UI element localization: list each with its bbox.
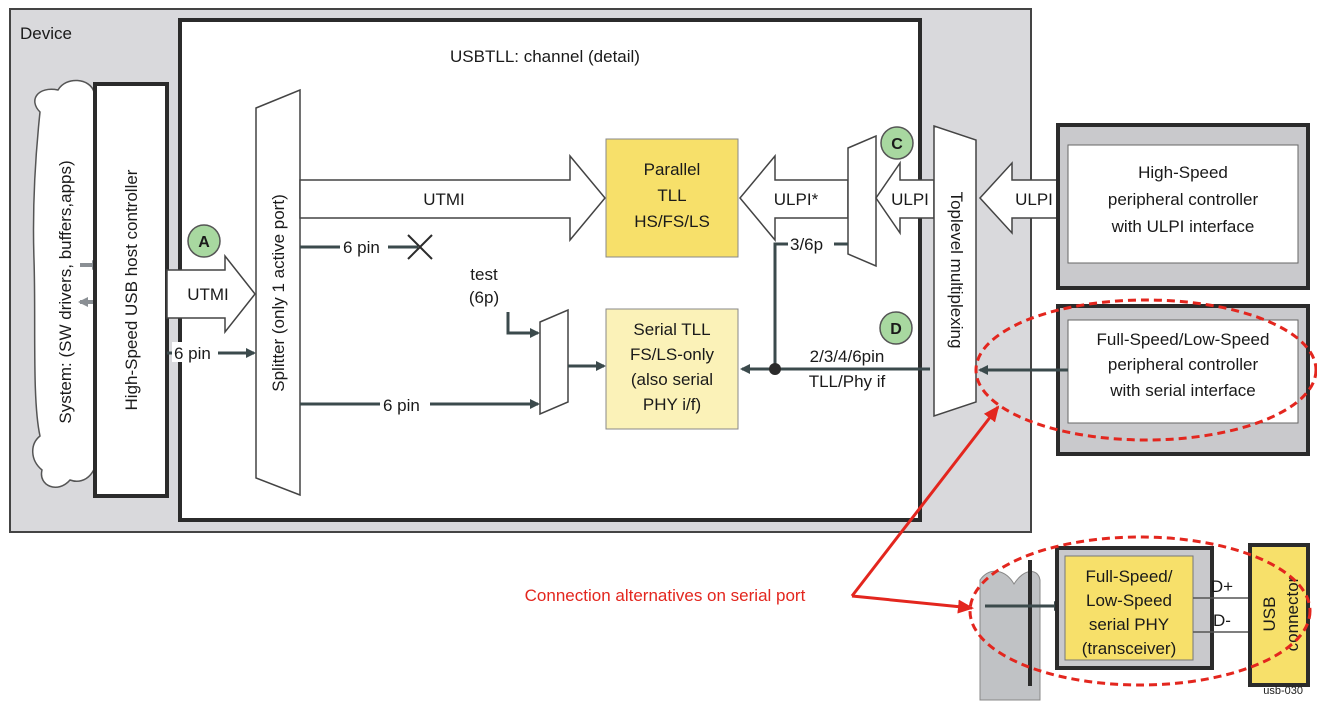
test-arrow xyxy=(506,312,540,338)
utmi-main-block-arrow xyxy=(299,153,606,243)
three-six-p-bg xyxy=(788,234,834,254)
phy-line2: Low-Speed xyxy=(1086,591,1172,610)
not-connected-x-icon xyxy=(407,234,433,260)
phy-line3: serial PHY xyxy=(1089,615,1169,634)
ulpi-inner-block-arrow xyxy=(875,160,935,236)
serial-tll-line3: (also serial xyxy=(631,370,713,389)
phy-inner xyxy=(1064,555,1194,661)
dminus-label: D- xyxy=(1213,611,1231,630)
junction-dot xyxy=(769,363,781,375)
hs-peripheral-line2: peripheral controller xyxy=(1108,190,1259,209)
hs-peripheral-inner xyxy=(1067,144,1299,264)
annotation-label: Connection alternatives on serial port xyxy=(525,586,806,605)
six-pin-host-label: 6 pin xyxy=(174,344,211,363)
six-pin-lower-label: 6 pin xyxy=(383,396,420,415)
ulpi-inner-label: ULPI xyxy=(891,190,929,209)
parallel-tll-line1: Parallel xyxy=(644,160,701,179)
usbtll-channel-box xyxy=(178,18,922,522)
fs-peripheral-line1: Full-Speed/Low-Speed xyxy=(1097,330,1270,349)
serial-tll-box xyxy=(605,308,739,430)
phy-line4: (transceiver) xyxy=(1082,639,1176,658)
annotation-arrow-up xyxy=(850,405,1000,597)
toplevel-mux-label: Toplevel multiplexing xyxy=(947,192,966,349)
badge-c xyxy=(880,126,914,160)
usb-connector xyxy=(1248,543,1310,687)
badge-a xyxy=(187,224,221,258)
parallel-tll-line2: TLL xyxy=(657,186,686,205)
usb-connector-line2: connector xyxy=(1283,576,1302,651)
serial-if-line2: TLL/Phy if xyxy=(809,372,886,391)
fs-peripheral-line2: peripheral controller xyxy=(1108,355,1259,374)
serial-tll-line2: FS/LS-only xyxy=(630,345,715,364)
parallel-tll-box xyxy=(605,138,739,258)
six-pin-host-bg xyxy=(172,342,218,362)
annotation-arrow-right xyxy=(851,594,974,614)
six-pin-lower-bg xyxy=(380,394,430,414)
parallel-tll-line3: HS/FS/LS xyxy=(634,212,710,231)
hs-peripheral-line1: High-Speed xyxy=(1138,163,1228,182)
phy-highlight-ellipse xyxy=(968,535,1312,687)
fs-peripheral-line3: with serial interface xyxy=(1109,381,1256,400)
test-label: test xyxy=(470,265,498,284)
phy-side-shape xyxy=(979,570,1041,701)
channel-title: USBTLL: channel (detail) xyxy=(450,47,640,66)
system-cloud-label: System: (SW drivers, buffers,apps) xyxy=(56,160,75,423)
three-six-p-label: 3/6p xyxy=(790,235,823,254)
phy-line1: Full-Speed/ xyxy=(1086,567,1173,586)
host-controller-label: High-Speed USB host controller xyxy=(122,169,141,410)
ulpi-mux xyxy=(847,134,877,268)
serial-input-mux xyxy=(539,308,569,416)
fs-peripheral-inner xyxy=(1067,319,1299,424)
ulpi-star-block-arrow xyxy=(739,153,849,243)
splitter-label: Splitter (only 1 active port) xyxy=(269,194,288,391)
usb-connector-line1: USB xyxy=(1260,597,1279,632)
ulpi-outer-block-arrow xyxy=(978,161,1061,235)
utmi-main-label: UTMI xyxy=(423,190,465,209)
figure-id: usb-030 xyxy=(1263,685,1303,697)
six-pin-upper-bg xyxy=(340,236,388,256)
dplus-label: D+ xyxy=(1211,577,1233,596)
hs-peripheral-line3: with ULPI interface xyxy=(1111,217,1255,236)
test-pins-label: (6p) xyxy=(469,288,499,307)
badge-d-label: D xyxy=(890,321,902,338)
ulpi-star-label: ULPI* xyxy=(774,190,819,209)
badge-c-label: C xyxy=(891,136,903,153)
badge-d xyxy=(879,311,913,345)
fs-highlight-ellipse xyxy=(974,298,1317,442)
utmi-host-label: UTMI xyxy=(187,285,229,304)
serial-if-line1: 2/3/4/6pin xyxy=(810,347,885,366)
splitter xyxy=(255,88,301,497)
serial-tll-line4: PHY i/f) xyxy=(643,395,701,414)
toplevel-mux xyxy=(933,124,977,418)
ulpi-outer-label: ULPI xyxy=(1015,190,1053,209)
badge-a-label: A xyxy=(198,234,210,251)
host-controller-box xyxy=(93,82,169,498)
six-pin-upper-label: 6 pin xyxy=(343,238,380,257)
serial-tll-line1: Serial TLL xyxy=(633,320,710,339)
utmi-host-block-arrow xyxy=(166,253,256,335)
device-label: Device xyxy=(20,24,72,43)
